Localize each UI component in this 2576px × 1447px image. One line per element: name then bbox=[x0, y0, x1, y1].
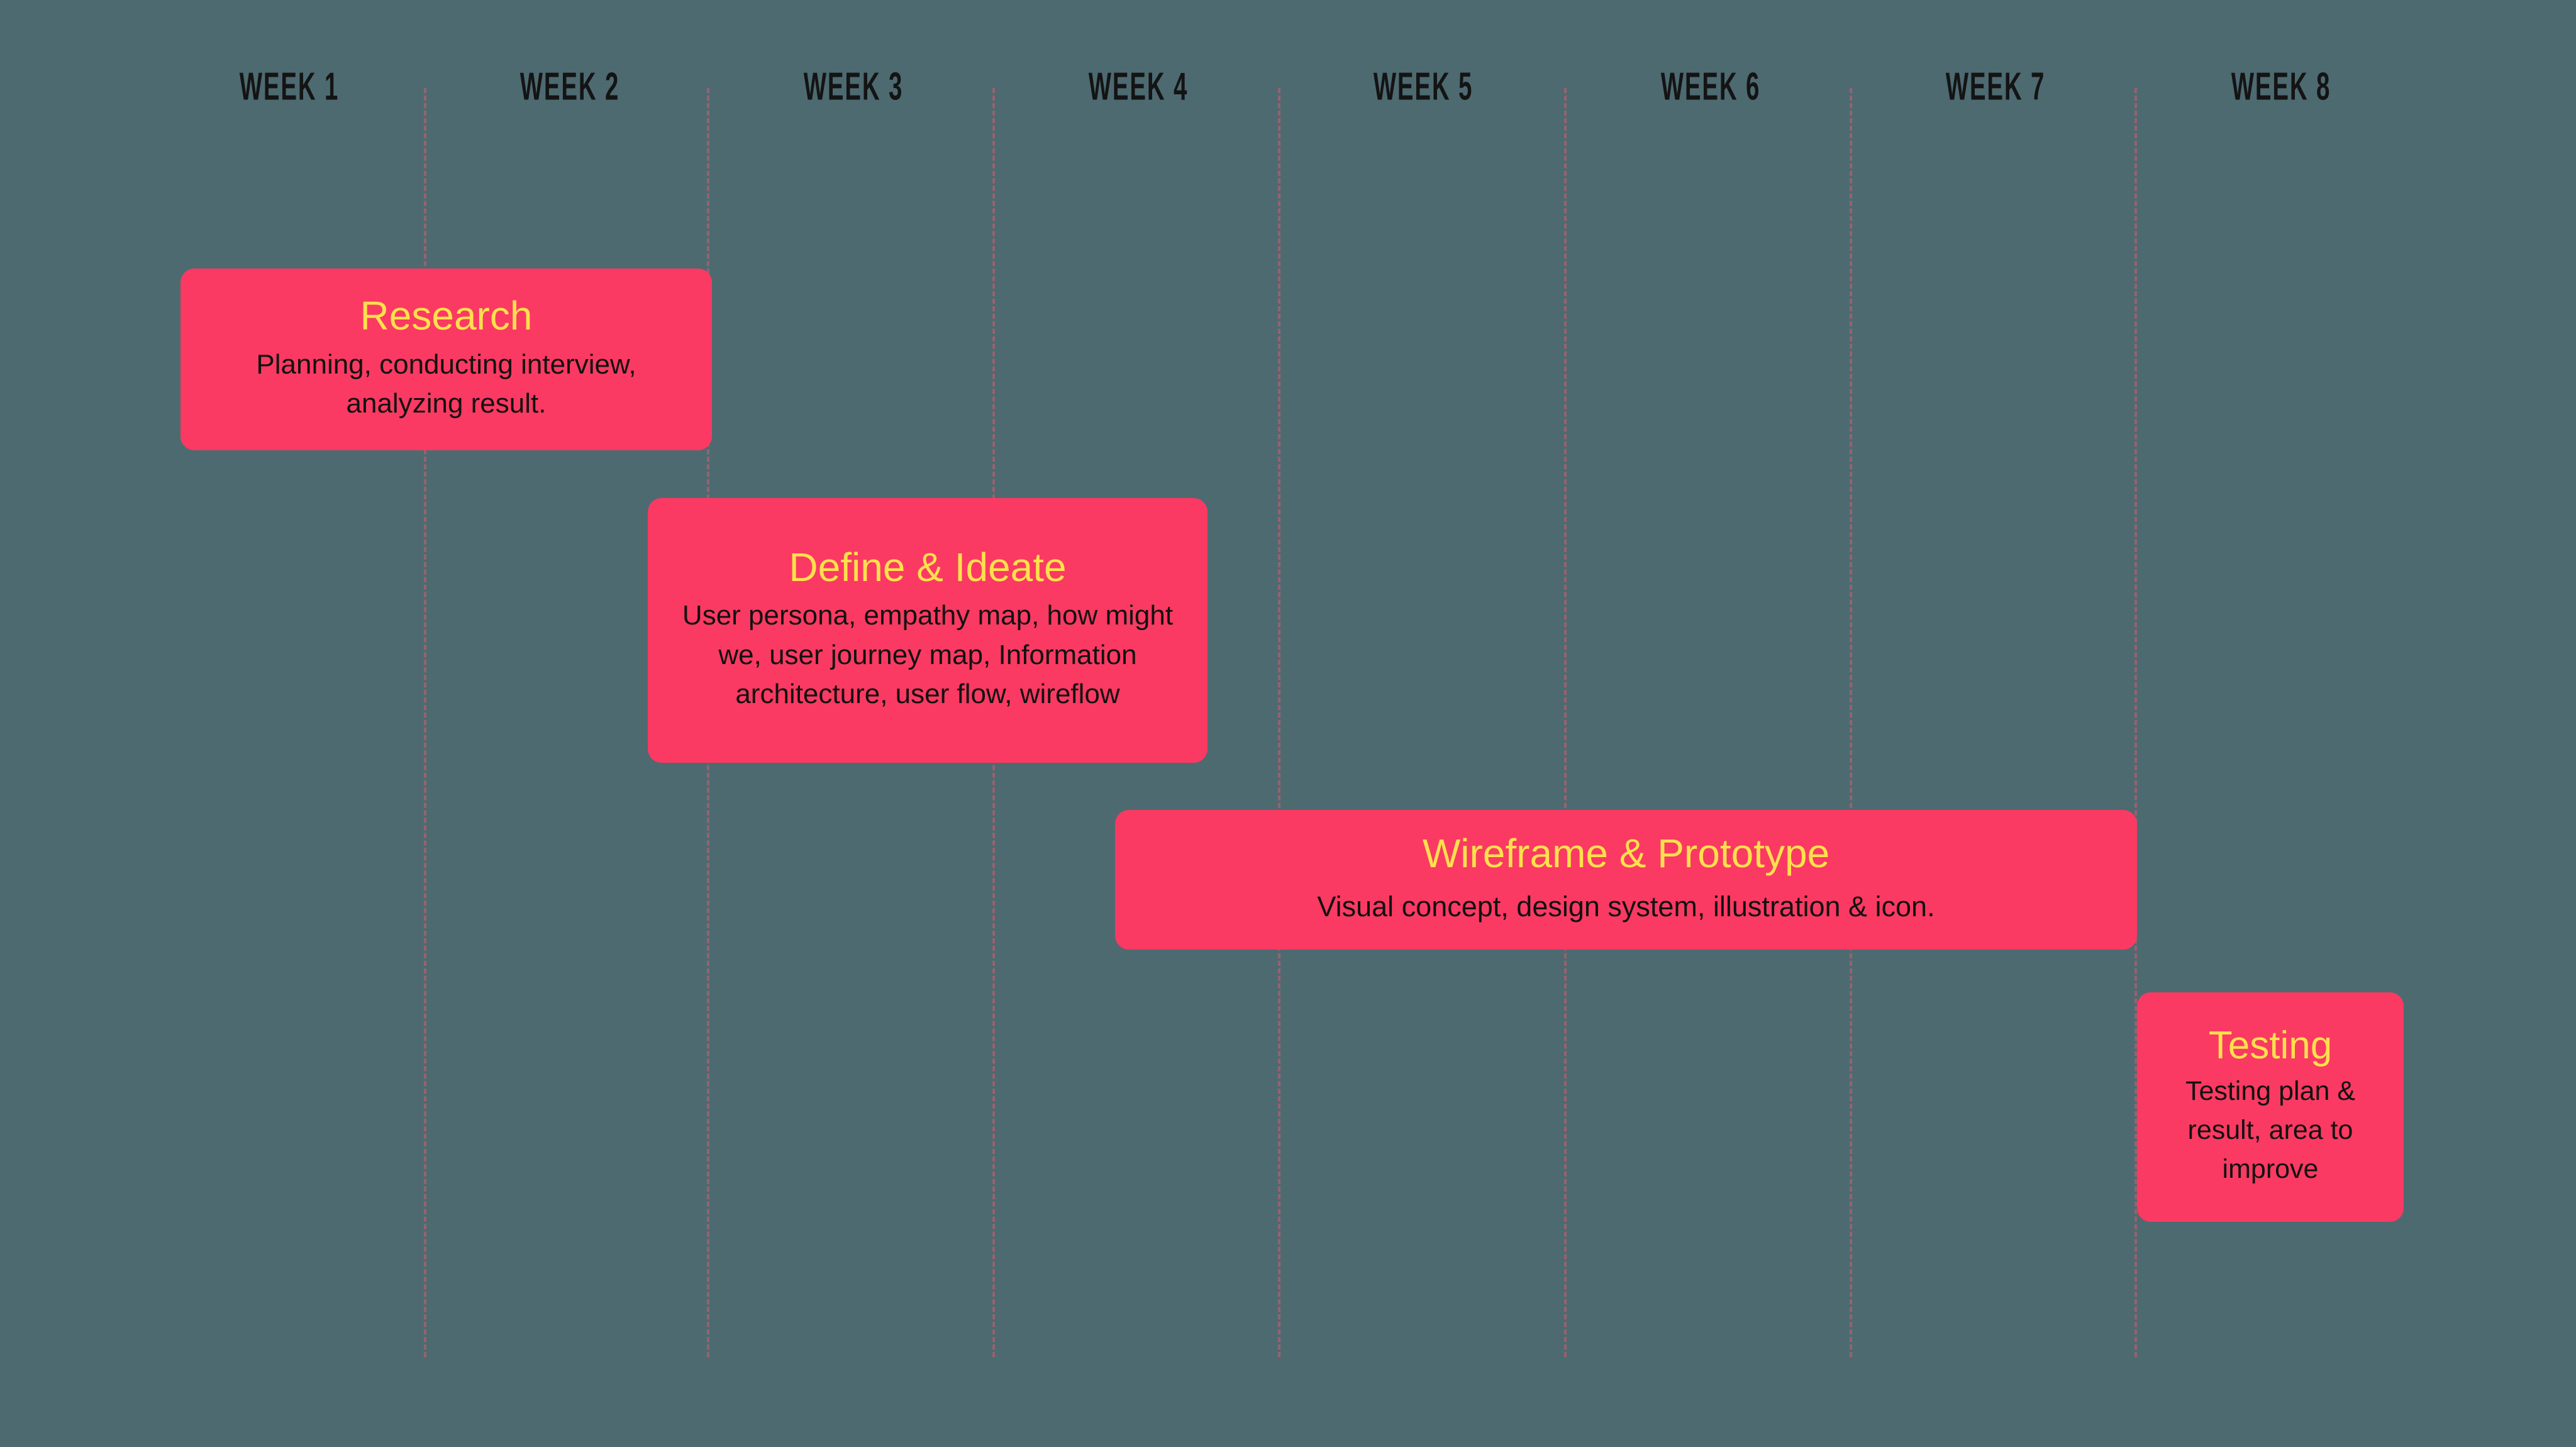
task-title-research: Research bbox=[360, 293, 533, 339]
week-header-5-label: Week 5 bbox=[1373, 65, 1474, 109]
week-header-6: Week 6 bbox=[1630, 65, 1791, 111]
week-header-8-label: Week 8 bbox=[2231, 65, 2331, 109]
task-description-wireframe-prototype: Visual concept, design system, illustrat… bbox=[1317, 890, 1935, 923]
column-divider-4 bbox=[1278, 88, 1280, 1357]
week-header-5: Week 5 bbox=[1343, 65, 1504, 111]
column-divider-6 bbox=[1850, 88, 1852, 1357]
task-description-research: Planning, conducting interview, analyzin… bbox=[256, 348, 636, 419]
week-header-7: Week 7 bbox=[1915, 65, 2076, 111]
week-header-4: Week 4 bbox=[1058, 65, 1219, 111]
task-description-define-ideate: User persona, empathy map, how might we,… bbox=[682, 600, 1174, 710]
week-header-6-label: Week 6 bbox=[1660, 65, 1761, 109]
task-description-testing: Testing plan & result, area to improve bbox=[2185, 1076, 2356, 1184]
task-title-define-ideate: Define & Ideate bbox=[789, 545, 1067, 590]
task-card-research[interactable]: Research Planning, conducting interview,… bbox=[180, 269, 712, 450]
column-divider-1 bbox=[424, 88, 426, 1357]
week-header-1: Week 1 bbox=[209, 65, 370, 111]
week-header-8: Week 8 bbox=[2201, 65, 2362, 111]
task-title-testing: Testing bbox=[2208, 1024, 2333, 1068]
week-header-2: Week 2 bbox=[489, 65, 650, 111]
week-header-3: Week 3 bbox=[773, 65, 934, 111]
week-header-3-label: Week 3 bbox=[803, 65, 904, 109]
week-header-4-label: Week 4 bbox=[1088, 65, 1189, 109]
column-divider-7 bbox=[2135, 88, 2137, 1357]
task-card-testing[interactable]: Testing Testing plan & result, area to i… bbox=[2137, 992, 2404, 1222]
week-header-2-label: Week 2 bbox=[519, 65, 620, 109]
task-card-wireframe-prototype[interactable]: Wireframe & Prototype Visual concept, de… bbox=[1115, 810, 2137, 950]
column-divider-5 bbox=[1564, 88, 1567, 1357]
task-title-wireframe-prototype: Wireframe & Prototype bbox=[1422, 831, 1830, 877]
task-card-define-ideate[interactable]: Define & Ideate User persona, empathy ma… bbox=[648, 498, 1208, 763]
week-header-1-label: Week 1 bbox=[239, 65, 340, 109]
week-header-7-label: Week 7 bbox=[1945, 65, 2046, 109]
